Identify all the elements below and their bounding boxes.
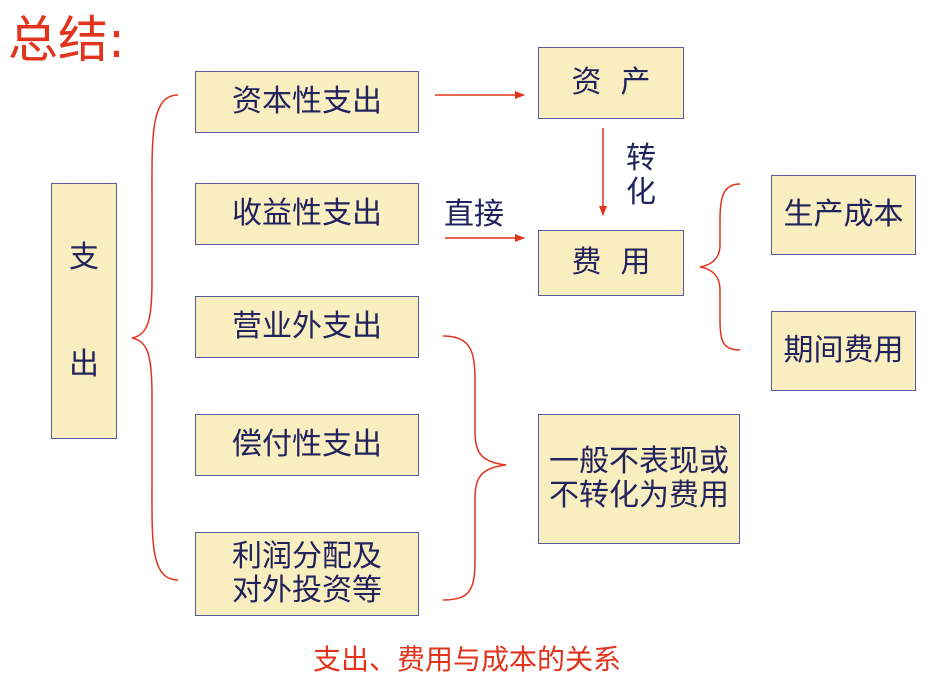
profit-distribution-label-2: 对外投资等 (232, 573, 382, 608)
root-label-1: 支 (69, 239, 99, 275)
expense-label: 费 用 (571, 245, 651, 280)
direct-label: 直接 (444, 197, 504, 232)
compensation-expenditure-box: 偿付性支出 (195, 414, 419, 476)
profit-distribution-box: 利润分配及 对外投资等 (195, 532, 419, 616)
period-expense-box: 期间费用 (771, 311, 916, 391)
revenue-expenditure-label: 收益性支出 (232, 196, 382, 231)
convert-label-1: 转 (626, 141, 656, 176)
asset-box: 资 产 (538, 47, 684, 119)
capital-expenditure-box: 资本性支出 (195, 71, 419, 133)
compensation-expenditure-label: 偿付性支出 (232, 427, 382, 462)
period-expense-label: 期间费用 (783, 333, 904, 368)
root-expenditure-box: 支 出 (51, 183, 117, 439)
non-expense-label-1: 一般不表现或 (549, 444, 729, 479)
production-cost-label: 生产成本 (783, 197, 904, 232)
revenue-expenditure-box: 收益性支出 (195, 183, 419, 245)
convert-label-2: 化 (626, 175, 656, 210)
diagram-caption: 支出、费用与成本的关系 (312, 643, 621, 676)
root-label-2: 出 (69, 346, 99, 382)
capital-expenditure-label: 资本性支出 (232, 84, 382, 119)
group-bracket (442, 335, 507, 601)
asset-label: 资 产 (571, 65, 651, 100)
profit-distribution-label-1: 利润分配及 (232, 539, 382, 574)
non-operating-expenditure-label: 营业外支出 (232, 309, 382, 344)
expense-box: 费 用 (538, 230, 684, 296)
main-bracket (131, 94, 179, 581)
cost-bracket (699, 183, 741, 351)
page-title: 总结: (8, 11, 125, 69)
production-cost-box: 生产成本 (771, 175, 916, 255)
non-expense-box: 一般不表现或 不转化为费用 (538, 414, 740, 544)
non-operating-expenditure-box: 营业外支出 (195, 296, 419, 358)
non-expense-label-2: 不转化为费用 (549, 478, 729, 513)
